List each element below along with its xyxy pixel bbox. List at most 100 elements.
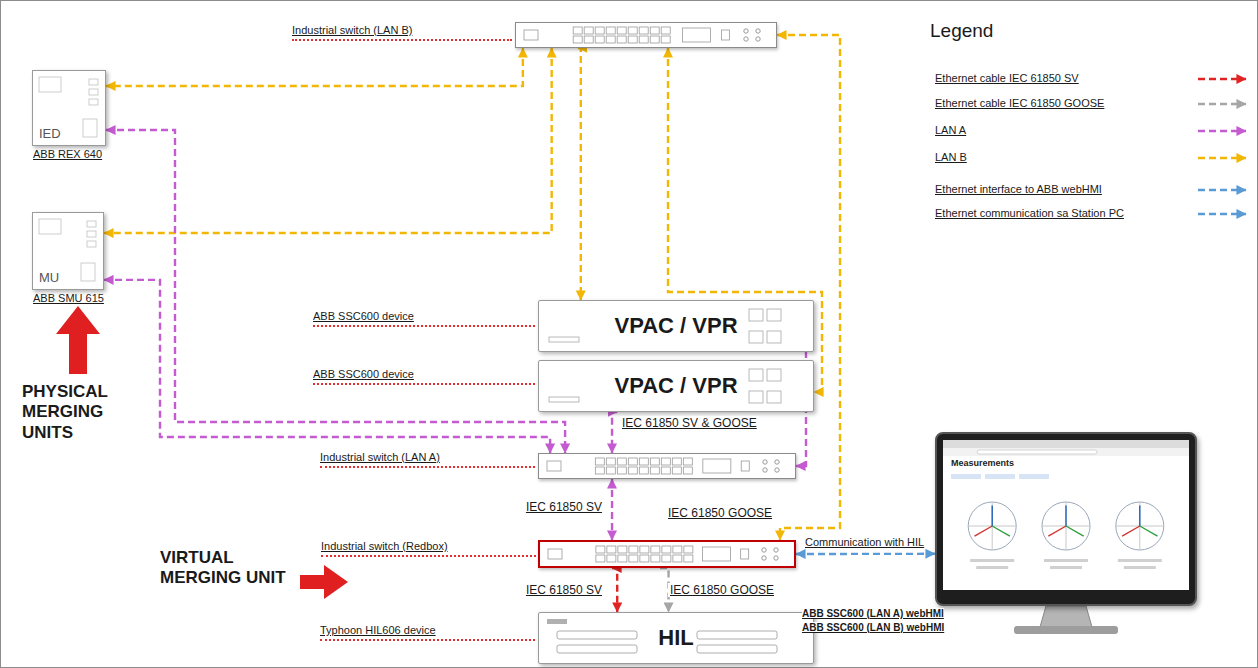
detail-shape [548,549,562,559]
switch-port [650,458,659,465]
detail-shape [89,89,98,95]
detail-shape [749,369,763,381]
device-label: ABB SMU 615 [33,292,104,304]
switch-port [584,36,593,43]
switch-port [607,546,616,553]
redbox-switch: Industrial switch (Redbox) [538,540,796,568]
device-detail [539,454,795,478]
detail-shape [87,231,96,237]
device-label: Typhoon HIL606 device [320,624,535,641]
switch-port [650,467,659,474]
detail-shape [749,391,763,403]
switch-port [584,27,593,34]
device-title: HIL [539,625,813,651]
link-label: Communication with HIL [803,536,926,548]
monitor-neck [1040,606,1092,627]
switch-port [661,458,670,465]
switch-port [650,36,659,43]
detail-shape [549,397,579,402]
link-label: IEC 61850 GOOSE [668,583,776,597]
detail-shape [976,566,1008,569]
phasor-vector [1065,506,1066,526]
switch-port [640,555,649,562]
detail-shape [87,221,96,227]
detail-shape [549,337,579,342]
switch-port [673,546,682,553]
device-box: IEDABB REX 640 [32,70,106,146]
legend-entry: LAN B [935,151,967,163]
detail-shape [703,459,731,473]
switch-port [628,458,637,465]
phasor-circle [968,502,1016,550]
switch-led [763,468,767,472]
network-link [611,479,613,540]
legend-sample [1198,157,1246,159]
detail-shape [1124,566,1156,569]
detail-shape [767,369,781,381]
switch-port [673,555,682,562]
device-label: Industrial switch (LAN A) [320,451,535,468]
phasor-vector [1139,506,1140,526]
network-link [106,130,565,453]
switch-port [573,27,582,34]
switch-port [639,36,648,43]
phasor-vector [1048,526,1066,536]
detail-shape [951,474,981,479]
section-caption: VIRTUAL MERGING UNIT [160,548,300,589]
phasor-vector [975,526,993,536]
switch-port [640,546,649,553]
switch-port [672,458,681,465]
switch-led [756,37,760,41]
legend-sample [1198,78,1246,80]
detail-shape [985,474,1015,479]
detail-shape [39,219,61,234]
detail-shape [682,28,710,42]
network-switch: Industrial switch (LAN B) [515,22,777,48]
switch-port [639,27,648,34]
switch-port [662,546,671,553]
device-label: ABB SSC600 device [313,368,535,385]
switch-port [661,27,670,34]
detail-shape [547,461,561,471]
switch-led [756,29,760,33]
detail-shape [697,645,777,653]
legend-sample [1198,189,1246,191]
switch-port [618,546,627,553]
phasor-circle [1116,502,1164,550]
legend-sample [1198,103,1246,105]
phasor-vector [1066,526,1084,536]
switch-port [672,467,681,474]
switch-port [617,27,626,34]
network-switch: Industrial switch (LAN A) [538,453,796,479]
legend-entry: Ethernet interface to ABB webHMI [935,183,1102,195]
switch-port [629,546,638,553]
switch-led [774,556,778,560]
legend-entry: Ethernet cable IEC 61850 GOOSE [935,97,1104,109]
detail-shape [81,263,95,281]
switch-port [607,555,616,562]
device-detail [516,23,776,47]
detail-shape [721,30,729,40]
switch-led [762,556,766,560]
switch-port [606,458,615,465]
switch-port [628,467,637,474]
device-label: ABB SSC600 device [313,310,535,327]
switch-led [744,37,748,41]
detail-shape [89,99,98,105]
detail-shape [1019,474,1049,479]
network-link [612,568,617,612]
switch-port [617,467,626,474]
detail-shape [749,331,763,343]
device-title: VPAC / VPR [539,313,813,339]
section-caption: PHYSICAL MERGING UNITS [22,382,142,443]
switch-port [606,27,615,34]
link-label: IEC 61850 SV [524,500,604,514]
detail-shape [943,440,1189,590]
detail-shape [697,631,777,639]
detail-shape [89,79,98,85]
switch-port [595,467,604,474]
detail-shape [557,631,637,639]
switch-port [683,467,692,474]
